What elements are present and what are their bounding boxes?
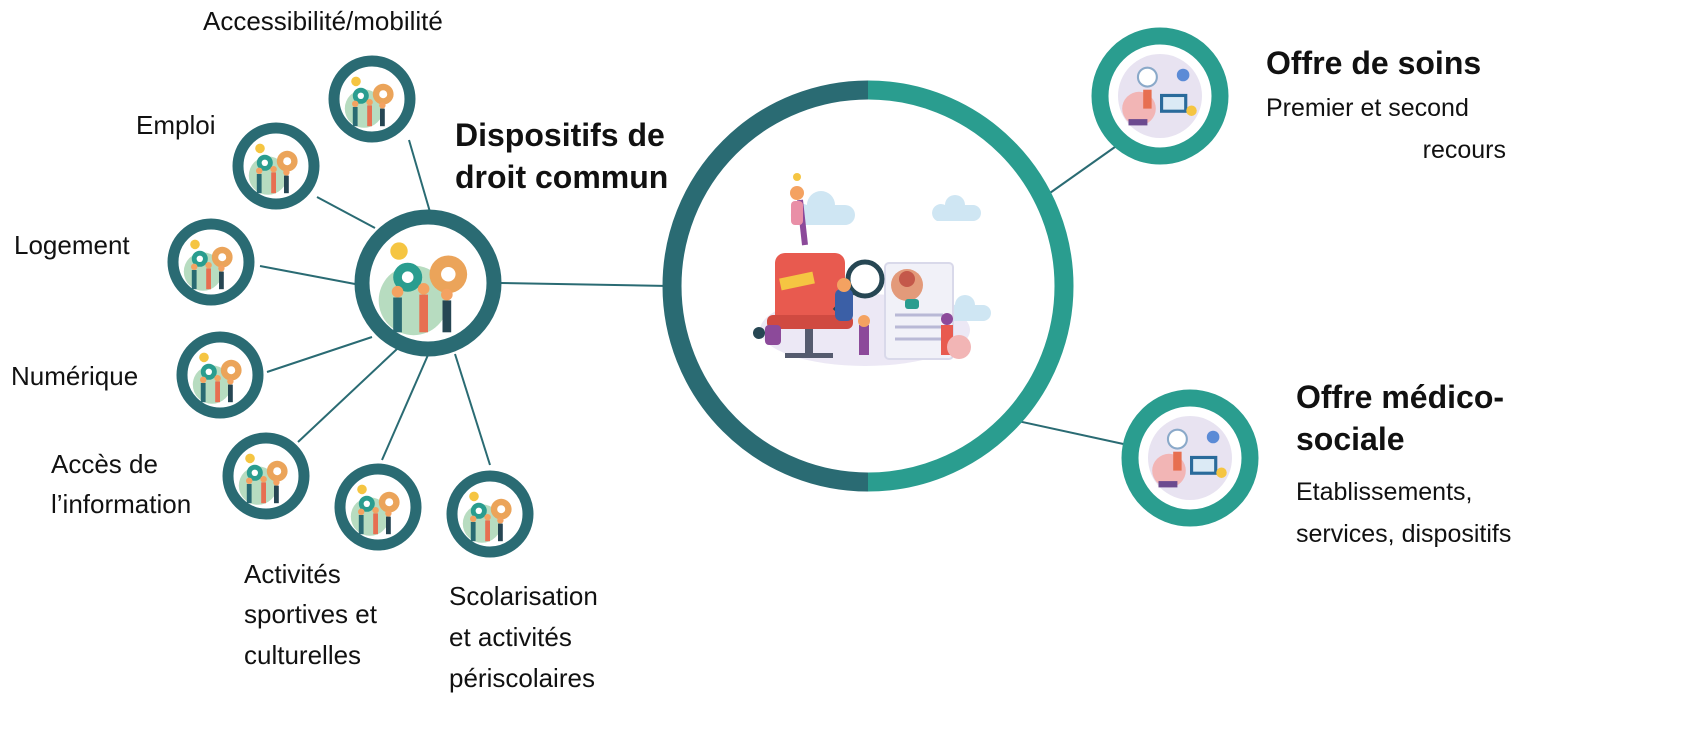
offre-soins-circle xyxy=(1091,27,1229,165)
label-numerique: Numérique xyxy=(11,361,139,391)
medical-team-icon xyxy=(1116,52,1204,140)
connector-scolarisation xyxy=(454,353,491,466)
offre-medico-subtitle-line2: services, dispositifs xyxy=(1296,520,1512,548)
center-ring-right-arc xyxy=(867,80,1074,492)
satellite-acces-info xyxy=(222,432,310,520)
label-activites-line2: sportives et xyxy=(244,599,377,629)
satellite-logement xyxy=(167,218,255,306)
offre-soins-subtitle-line1: Premier et second xyxy=(1266,94,1469,122)
label-scolarisation-line3: périscolaires xyxy=(449,663,595,693)
label-scolarisation-line1: Scolarisation xyxy=(449,581,598,611)
label-accessibilite: Accessibilité/mobilité xyxy=(203,6,443,36)
satellite-activites xyxy=(334,463,422,551)
offre-soins-subtitle-line2: recours xyxy=(1422,136,1506,164)
label-acces-info-line2: l’information xyxy=(51,489,192,519)
hub-title-line1: Dispositifs de xyxy=(455,117,665,153)
label-activites-line1: Activités xyxy=(244,559,341,589)
connector-offre-soins xyxy=(1039,141,1123,201)
connectors xyxy=(259,139,1129,466)
satellite-numerique xyxy=(176,331,264,419)
person-with-chair-magnifier-icon xyxy=(753,173,991,366)
offre-medico-subtitle-line1: Etablissements, xyxy=(1296,478,1473,506)
label-activites-line3: culturelles xyxy=(244,640,362,670)
connector-offre-medico xyxy=(1012,419,1129,446)
offre-medico-title-line1: Offre médico- xyxy=(1296,379,1505,415)
hub-title-line2: droit commun xyxy=(455,159,669,195)
hub-circle xyxy=(354,209,502,357)
label-emploi: Emploi xyxy=(136,110,216,140)
satellite-emploi xyxy=(232,122,320,210)
medical-team-icon xyxy=(1146,414,1234,502)
offre-medico-title-line2: sociale xyxy=(1296,421,1405,457)
connector-numerique xyxy=(266,336,373,373)
connector-emploi xyxy=(316,196,376,229)
label-logement: Logement xyxy=(14,230,130,260)
satellite-accessibilite xyxy=(328,55,416,143)
connector-hub-center xyxy=(500,282,670,287)
offre-soins-title: Offre de soins xyxy=(1266,45,1482,81)
label-acces-info-line1: Accès de xyxy=(51,449,158,479)
connector-accessibilite xyxy=(408,139,431,213)
satellite-scolarisation xyxy=(446,470,534,558)
center-circle xyxy=(662,80,1074,492)
offre-medico-circle xyxy=(1121,389,1259,527)
connector-acces-info xyxy=(297,348,398,443)
connector-logement xyxy=(259,265,356,285)
label-scolarisation-line2: et activités xyxy=(449,622,572,652)
connector-activites xyxy=(381,354,429,461)
center-ring-left-arc xyxy=(662,80,869,492)
